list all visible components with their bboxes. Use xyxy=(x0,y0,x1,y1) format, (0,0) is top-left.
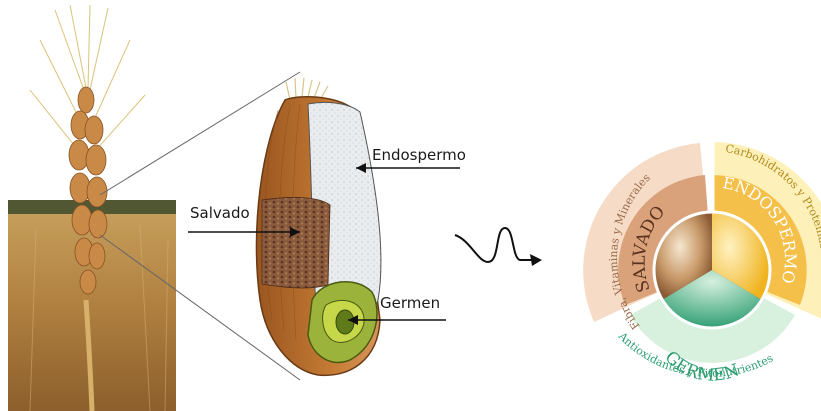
grain-cross-section xyxy=(256,78,381,375)
squiggle-arrow-icon xyxy=(455,228,542,266)
label-endosperm-text: Endospermo xyxy=(372,146,466,164)
label-germ-text: Germen xyxy=(380,294,440,312)
bran-layers xyxy=(262,197,330,288)
nutrient-wheel: SALVADO ENDOSPERMO GERMEN Fibra, Vitamin… xyxy=(583,140,821,397)
label-endosperm: Endospermo xyxy=(356,146,466,173)
wheat-ear-photo xyxy=(8,0,176,411)
label-bran-text: Salvado xyxy=(190,204,250,222)
